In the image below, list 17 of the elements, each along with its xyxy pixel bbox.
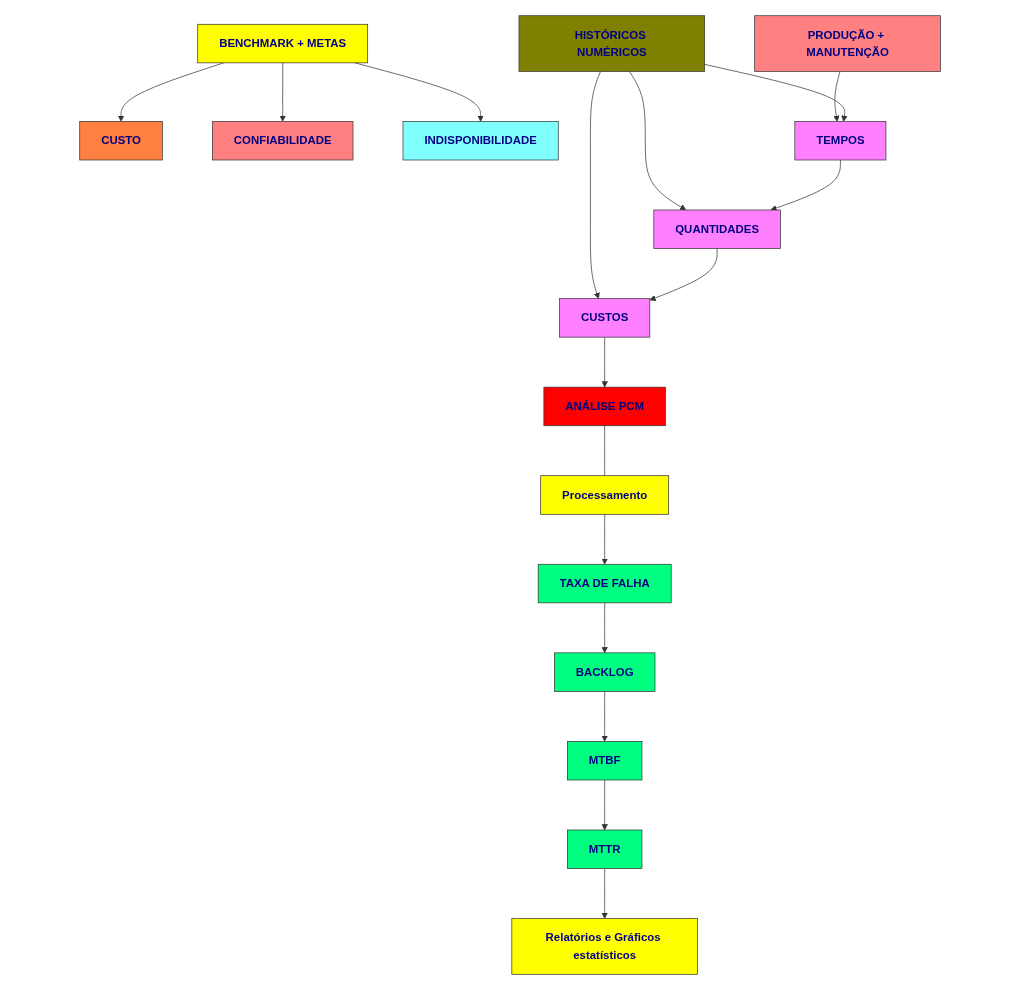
node-box: BACKLOG	[554, 652, 656, 692]
node-box: PRODUÇÃO + MANUTENÇÃO	[754, 15, 942, 72]
node-box: Relatórios e Gráficos estatísticos	[511, 918, 699, 975]
node-box: QUANTIDADES	[653, 209, 782, 249]
node-box: TEMPOS	[794, 121, 887, 161]
node-box: CUSTO	[79, 121, 164, 161]
node-box: Processamento	[540, 475, 670, 515]
node-box: ANÁLISE PCM	[543, 386, 667, 427]
node-box: TAXA DE FALHA	[538, 563, 672, 604]
node-box: MTBF	[567, 741, 643, 781]
node-box: CONFIABILIDADE	[212, 121, 354, 161]
node-box: MTTR	[567, 829, 643, 869]
node-box: HISTÓRICOS NUMÉRICOS	[519, 15, 706, 72]
node-box: INDISPONIBILIDADE	[403, 121, 560, 161]
node-box: BENCHMARK + METAS	[197, 23, 369, 64]
connector	[604, 425, 606, 477]
node-box: CUSTOS	[559, 298, 651, 338]
